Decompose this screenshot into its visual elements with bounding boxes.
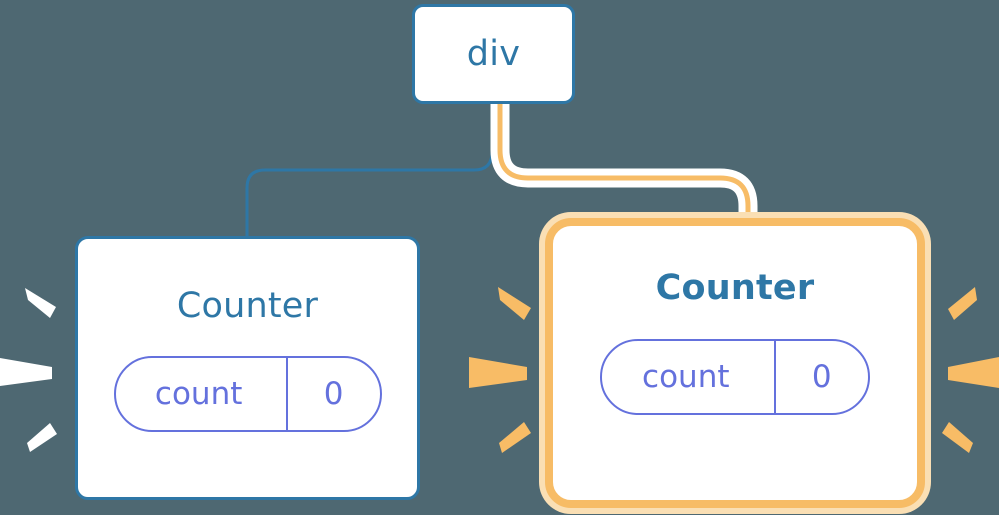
ray-white-middle xyxy=(0,358,52,386)
ray-orange-right-upper xyxy=(948,287,977,320)
ray-burst-right-of-counter-left xyxy=(469,287,531,453)
state-key-count: count xyxy=(154,375,243,412)
node-counter-left[interactable]: Counter count 0 xyxy=(75,236,420,500)
state-pill-counter-right[interactable]: count 0 xyxy=(600,339,870,415)
node-counter-left-label: Counter xyxy=(176,286,319,326)
ray-white-lower xyxy=(27,423,57,452)
edge-div-to-counter-right-halo xyxy=(490,90,758,246)
node-div-label: div xyxy=(466,33,521,74)
ray-burst-left-of-counter-left xyxy=(0,288,57,452)
ray-orange-left-upper xyxy=(498,287,531,320)
ray-orange-right-middle xyxy=(948,357,999,388)
node-div[interactable]: div xyxy=(412,4,575,104)
state-key-count: count xyxy=(642,358,730,395)
state-pill-divider xyxy=(285,358,288,430)
node-counter-right[interactable]: Counter count 0 xyxy=(545,218,925,508)
ray-orange-left-middle xyxy=(469,357,527,388)
ray-white-upper xyxy=(25,288,56,318)
ray-orange-right-lower xyxy=(942,422,973,453)
ray-orange-left-lower xyxy=(499,422,531,453)
node-counter-right-label: Counter xyxy=(655,268,815,308)
ray-burst-right-of-counter-right xyxy=(942,287,999,453)
edge-div-to-counter-right xyxy=(497,97,751,239)
state-pill-counter-left[interactable]: count 0 xyxy=(113,356,382,432)
state-value-count: 0 xyxy=(811,358,832,395)
edge-div-to-counter-left xyxy=(245,98,494,242)
state-value-count: 0 xyxy=(323,375,344,412)
state-pill-divider xyxy=(773,341,776,413)
